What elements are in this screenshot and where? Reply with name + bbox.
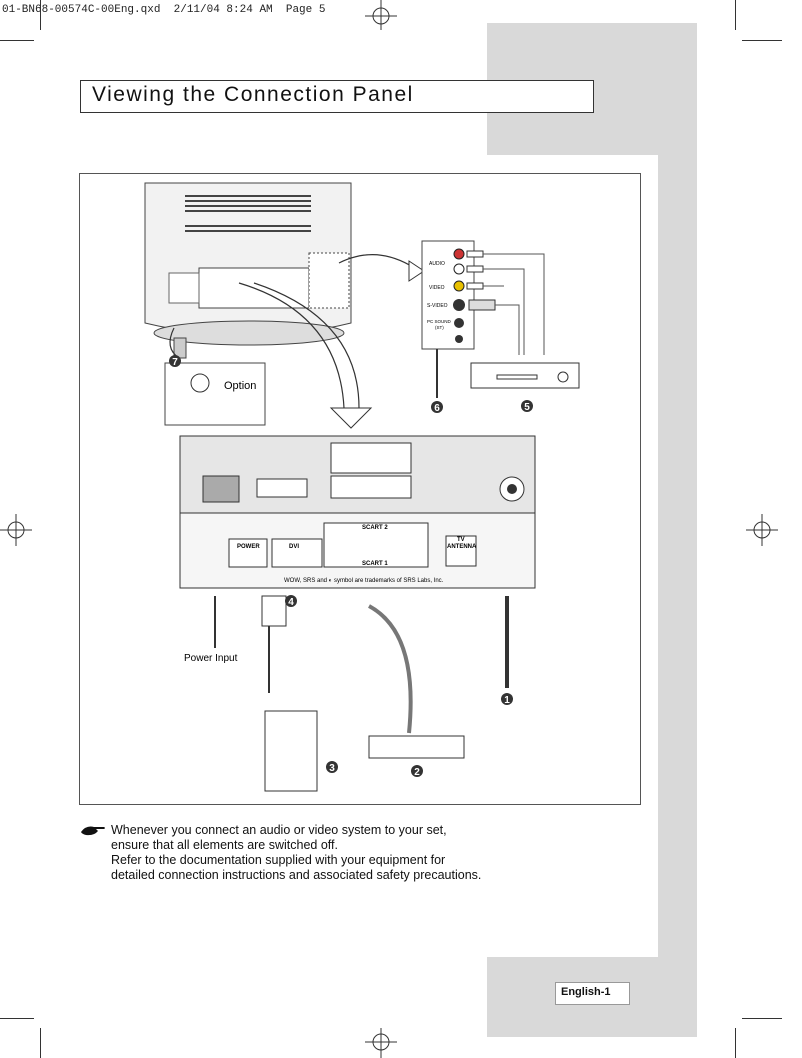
note-text: Whenever you connect an audio or video s… — [111, 823, 491, 883]
note-line-2: ensure that all elements are switched of… — [111, 838, 338, 852]
svg-text:SCART 2: SCART 2 — [362, 525, 388, 531]
svg-text:5: 5 — [524, 402, 530, 413]
svg-text:POWER: POWER — [237, 544, 260, 550]
page-title: Viewing the Connection Panel — [92, 83, 414, 106]
gray-side-strip — [658, 155, 697, 957]
title-box — [80, 80, 594, 113]
tv-rear-illustration — [144, 182, 352, 359]
svg-text:6: 6 — [434, 403, 440, 414]
svg-text:DVI: DVI — [289, 544, 299, 550]
pointing-hand-icon — [81, 826, 105, 836]
connection-panel: POWER DVI SCART 2 SCART 1 TV ANTENNA WOW… — [179, 435, 536, 589]
svg-text:VIDEO: VIDEO — [429, 285, 445, 291]
note-line-4: detailed connection instructions and ass… — [111, 868, 482, 882]
svg-text:(ST): (ST) — [435, 325, 444, 330]
svg-text:1: 1 — [504, 695, 510, 706]
svg-text:2: 2 — [414, 767, 420, 778]
option-box: Option — [164, 362, 266, 426]
svg-text:3: 3 — [329, 763, 335, 774]
svg-text:Power Input: Power Input — [184, 653, 238, 664]
svg-text:TV: TV — [457, 537, 465, 543]
svg-text:AUDIO: AUDIO — [429, 261, 445, 267]
side-av-panel: AUDIO VIDEO S-VIDEO PC SOUND (ST) — [421, 240, 545, 398]
svg-text:S-VIDEO: S-VIDEO — [427, 303, 448, 309]
note-line-3: Refer to the documentation supplied with… — [111, 853, 446, 867]
page-label-box — [555, 982, 630, 1005]
svg-text:PC SOUND: PC SOUND — [427, 319, 452, 324]
svg-text:SCART 1: SCART 1 — [362, 561, 388, 567]
svg-text:WOW, SRS and ◐ symbol are trad: WOW, SRS and ◐ symbol are trademarks of … — [284, 578, 444, 584]
note-line-1: Whenever you connect an audio or video s… — [111, 823, 447, 837]
bottom-devices: Power Input — [184, 595, 509, 792]
svg-text:Option: Option — [224, 380, 256, 392]
print-header: 01-BN68-00574C-00Eng.qxd 2/11/04 8:24 AM… — [2, 4, 326, 16]
svg-text:7: 7 — [172, 357, 178, 368]
callouts: 1 2 3 4 5 6 7 — [169, 355, 533, 778]
vcr-top — [470, 362, 580, 389]
svg-text:ANTENNA: ANTENNA — [447, 544, 477, 550]
svg-text:4: 4 — [288, 597, 294, 608]
connection-diagram: AUDIO VIDEO S-VIDEO PC SOUND (ST) Option — [144, 182, 580, 792]
page-label: English-1 — [561, 986, 611, 998]
